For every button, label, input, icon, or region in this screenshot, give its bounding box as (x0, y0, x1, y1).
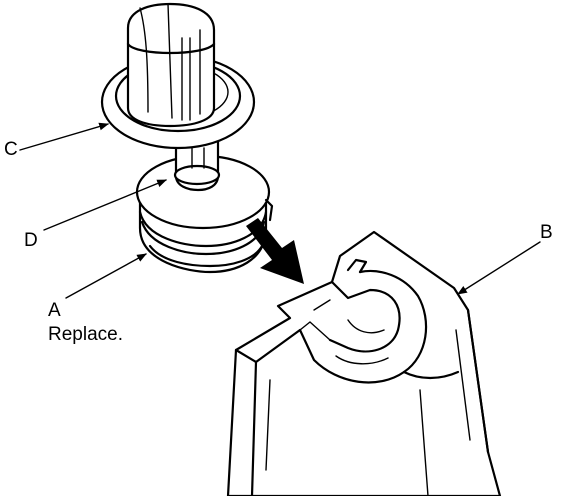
label-a-note: Replace. (48, 324, 123, 345)
leader-line-a (65, 253, 147, 299)
clip-c (100, 2, 256, 150)
direction-arrow (246, 218, 304, 284)
leader-line-c (19, 122, 109, 151)
label-b: B (540, 222, 553, 243)
bracket-b (226, 230, 502, 496)
label-d: D (24, 230, 38, 251)
leader-line-d (43, 179, 167, 231)
clip-d (173, 138, 221, 192)
label-a: A (48, 300, 61, 321)
leader-line-b (457, 241, 541, 295)
label-c: C (4, 139, 18, 160)
